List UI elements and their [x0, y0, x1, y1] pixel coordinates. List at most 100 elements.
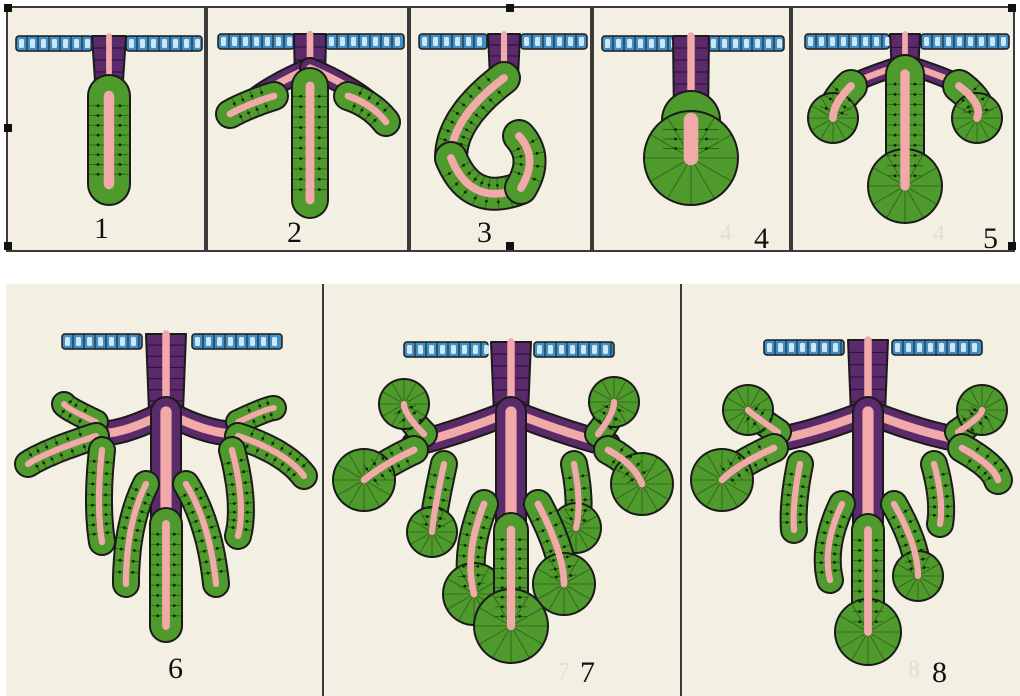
cell-nucleus: [318, 147, 321, 150]
cell-nucleus: [97, 134, 100, 137]
cell-nucleus: [985, 109, 988, 112]
cell-nucleus: [875, 600, 878, 603]
cell-nucleus: [120, 337, 125, 346]
cell-nucleus: [946, 515, 949, 518]
panel-number: 4: [754, 224, 769, 254]
cell-nucleus: [909, 560, 912, 563]
cell-nucleus: [60, 454, 63, 457]
cell-nucleus: [841, 112, 844, 115]
cell-nucleus: [907, 552, 910, 555]
cell-nucleus: [570, 517, 573, 520]
cell-nucleus: [592, 345, 597, 354]
cell-nucleus: [281, 463, 284, 466]
cell-nucleus: [536, 152, 539, 155]
secretory-acinus: [807, 85, 859, 144]
cell-nucleus: [373, 462, 376, 465]
cell-nucleus: [451, 345, 456, 354]
cell-nucleus: [98, 337, 103, 346]
cell-nucleus: [820, 561, 823, 564]
cell-nucleus: [365, 468, 368, 471]
watermark-text: 4: [720, 222, 732, 246]
selection-handle[interactable]: [506, 242, 514, 250]
cell-nucleus: [191, 511, 194, 514]
cell-nucleus: [119, 153, 122, 156]
selection-handle[interactable]: [4, 124, 12, 132]
cell-nucleus: [747, 451, 750, 454]
cell-nucleus: [92, 523, 95, 526]
cell-nucleus: [944, 484, 947, 487]
cell-nucleus: [559, 535, 562, 538]
cell-nucleus: [83, 445, 86, 448]
cell-nucleus: [132, 560, 135, 563]
cell-nucleus: [858, 600, 861, 603]
cell-nucleus: [427, 506, 430, 509]
cell-nucleus: [605, 405, 608, 408]
cell-nucleus: [299, 178, 302, 181]
cell-nucleus: [119, 173, 122, 176]
secretory-tubule: [151, 524, 181, 626]
cell-nucleus: [489, 99, 492, 102]
cell-nucleus: [156, 543, 159, 546]
cell-nucleus: [766, 39, 771, 48]
secretory-tubule: [180, 484, 227, 584]
selection-handle[interactable]: [1008, 4, 1016, 12]
selection-handle[interactable]: [1008, 242, 1016, 250]
cell-nucleus: [745, 469, 748, 472]
panel-5: 4 5: [791, 6, 1015, 252]
cell-nucleus: [187, 502, 190, 505]
cell-nucleus: [568, 37, 573, 46]
cell-nucleus: [381, 474, 384, 477]
cell-nucleus: [199, 497, 202, 500]
cell-nucleus: [875, 569, 878, 572]
panel-8: 8 8: [682, 284, 1020, 696]
selection-handle[interactable]: [4, 4, 12, 12]
cell-nucleus: [618, 409, 621, 412]
secretory-acinus: [951, 84, 1003, 144]
gland-diagram-2: [208, 8, 411, 254]
cell-nucleus: [626, 472, 629, 475]
selection-handle[interactable]: [4, 242, 12, 250]
cell-nucleus: [263, 416, 266, 419]
cell-nucleus: [722, 468, 725, 471]
cell-nucleus: [518, 172, 521, 175]
cell-nucleus: [29, 453, 32, 456]
cell-nucleus: [858, 559, 861, 562]
secretory-tubule: [28, 429, 96, 471]
cell-nucleus: [962, 99, 965, 102]
cell-nucleus: [968, 460, 971, 463]
cell-nucleus: [221, 37, 226, 46]
selection-handle[interactable]: [506, 4, 514, 12]
cell-nucleus: [875, 549, 878, 552]
cell-nucleus: [875, 590, 878, 593]
cell-nucleus: [894, 174, 897, 177]
cell-nucleus: [834, 544, 837, 547]
cell-nucleus: [967, 106, 970, 109]
cell-nucleus: [875, 620, 878, 623]
cell-nucleus: [75, 404, 78, 407]
secretory-acinus: [406, 464, 458, 558]
cell-nucleus: [933, 514, 936, 517]
cell-nucleus: [131, 497, 134, 500]
cell-nucleus: [271, 442, 274, 445]
cell-nucleus: [914, 103, 917, 106]
cell-nucleus: [261, 337, 266, 346]
cell-nucleus: [119, 143, 122, 146]
cell-nucleus: [738, 457, 741, 460]
cell-nucleus: [299, 136, 302, 139]
cell-nucleus: [758, 446, 761, 449]
cell-nucleus: [162, 39, 167, 48]
cell-nucleus: [984, 472, 987, 475]
cell-nucleus: [239, 115, 242, 118]
secretory-acinus: [722, 384, 778, 436]
cell-nucleus: [216, 547, 219, 550]
cell-nucleus: [570, 509, 573, 512]
panel-number: 3: [477, 218, 492, 248]
cell-nucleus: [1000, 469, 1003, 472]
cell-nucleus: [482, 106, 485, 109]
cell-nucleus: [456, 112, 459, 115]
cell-nucleus: [429, 496, 432, 499]
cell-nucleus: [738, 474, 741, 477]
cell-nucleus: [568, 565, 571, 568]
cell-nucleus: [105, 472, 108, 475]
cell-nucleus: [233, 102, 236, 105]
